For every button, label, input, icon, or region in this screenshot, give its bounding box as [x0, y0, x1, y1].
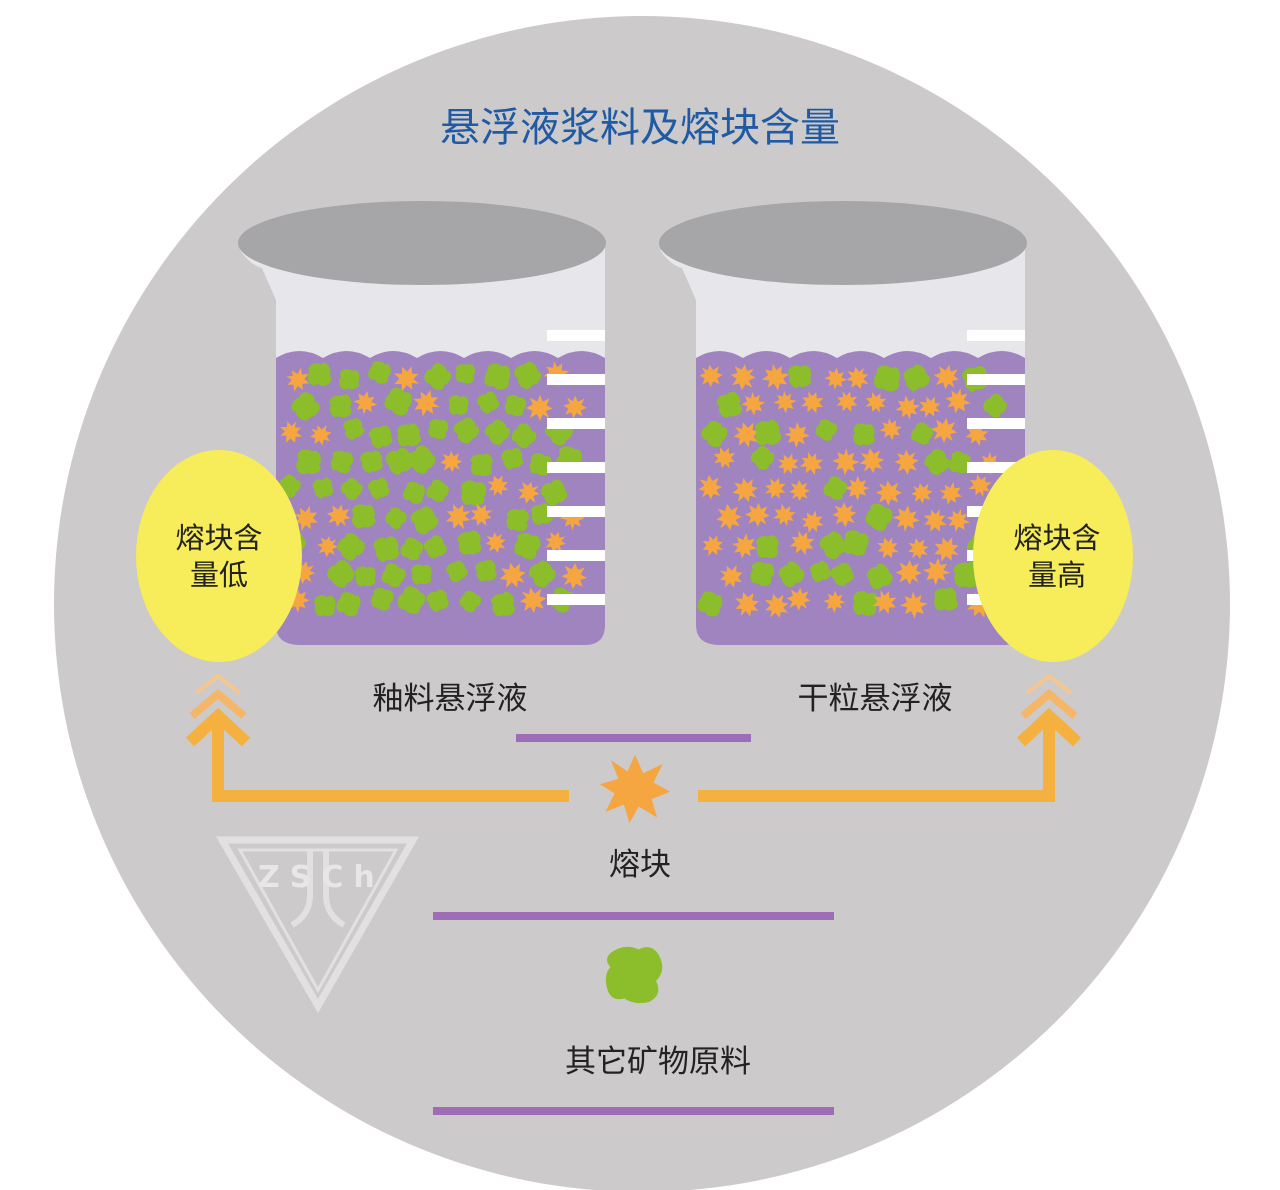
bubble-low-frit-text: 熔块含 量低 — [160, 520, 278, 594]
divider-bottom — [433, 1107, 834, 1115]
mineral-particle — [873, 364, 901, 393]
beaker-dry-grain-slurry — [695, 351, 1025, 645]
arrow-right — [698, 673, 1082, 802]
mineral-particle — [469, 452, 495, 478]
frit-label: 熔块 — [609, 847, 671, 883]
beaker-dry-grain-label: 干粒悬浮液 — [797, 681, 953, 717]
watermark-logo — [215, 836, 420, 1014]
beaker-glaze-opening — [238, 201, 606, 285]
beaker-glaze — [238, 201, 606, 645]
beaker-dry-grain — [659, 201, 1027, 645]
bubble-high-frit-text: 熔块含 量高 — [998, 520, 1116, 594]
scale-tick — [547, 418, 605, 429]
mineral-particle — [313, 594, 337, 618]
bubble-low-frit-line1: 熔块含 — [175, 521, 263, 555]
page-title: 悬浮液浆料及熔块含量 — [440, 105, 840, 151]
mineral-particle — [295, 448, 322, 475]
bubble-high-frit-line1: 熔块含 — [1013, 521, 1101, 555]
mineral-particle — [853, 590, 878, 616]
scale-tick — [547, 594, 605, 605]
beaker-glaze-slurry — [274, 351, 605, 645]
mineral-particle — [851, 422, 876, 447]
mineral-particle — [448, 394, 470, 416]
scale-tick — [547, 374, 605, 385]
mineral-particle — [506, 508, 529, 532]
watermark-text: ZSCh — [258, 860, 385, 895]
bubble-high-frit-line2: 量高 — [1027, 558, 1086, 593]
scale-tick — [547, 330, 605, 341]
divider-top — [516, 734, 751, 742]
scale-tick — [967, 374, 1025, 385]
beaker-glaze-scale — [547, 330, 605, 605]
beaker-glaze-label: 釉料悬浮液 — [372, 681, 528, 717]
mineral-particle — [461, 480, 487, 506]
mineral-icon — [605, 946, 663, 1004]
scale-tick — [967, 418, 1025, 429]
divider-middle — [433, 912, 834, 920]
bubble-high-frit — [973, 450, 1133, 662]
scale-tick — [967, 330, 1025, 341]
mineral-particle — [338, 368, 360, 390]
bubble-low-frit — [136, 450, 302, 662]
arrow-left — [185, 673, 569, 802]
mineral-label: 其它矿物原料 — [565, 1044, 751, 1080]
mineral-particle — [455, 363, 476, 384]
scale-tick — [967, 462, 1025, 473]
scale-tick — [547, 550, 605, 561]
scale-tick — [547, 462, 605, 473]
beaker-dry-grain-opening — [659, 201, 1027, 285]
scale-tick — [547, 506, 605, 517]
bubble-low-frit-line2: 量低 — [189, 558, 248, 593]
